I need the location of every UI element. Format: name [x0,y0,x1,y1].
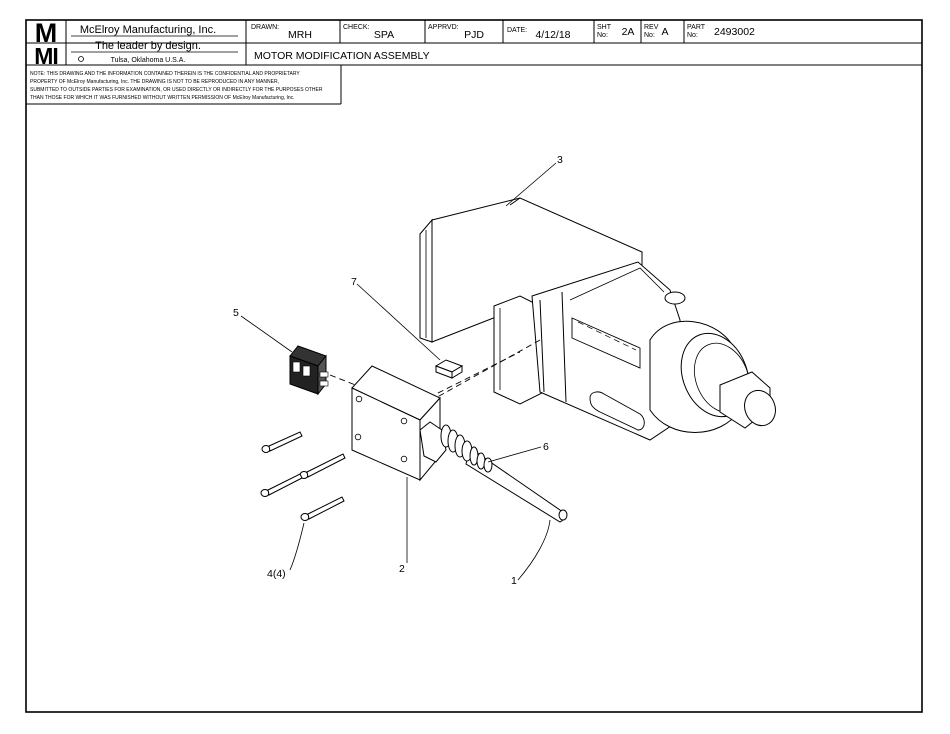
callout-3: 3 [557,154,563,166]
part-label: PART [687,24,706,31]
callout-2: 2 [399,563,405,575]
callout-1: 1 [511,575,517,587]
notice-line-1: NOTE: THIS DRAWING AND THE INFORMATION C… [30,71,300,77]
notice-line-2: PROPERTY OF McElroy Manufacturing, Inc. … [30,79,279,85]
sht-no-label: No: [597,32,608,39]
screw [260,473,303,497]
drawn-label: DRAWN: [251,24,279,31]
screw [299,453,346,479]
switch-part-5 [289,345,329,396]
sht-label: SHT [597,24,612,31]
screws-part-4 [260,431,346,521]
date-label: DATE: [507,27,527,34]
callout-7: 7 [351,276,357,288]
company-location: Tulsa, Oklahoma U.S.A. [111,57,186,64]
screw [261,431,303,453]
callout-4: 4(4) [267,568,286,580]
company-slogan: The leader by design. [95,40,201,52]
sheet-border [25,19,923,713]
logo-m: M [35,18,58,48]
company-name: McElroy Manufacturing, Inc. [80,24,216,36]
callout-6: 6 [543,441,549,453]
notice-line-4: THAN THOSE FOR WHICH IT WAS FURNISHED WI… [30,95,295,101]
gland-ribs [440,424,493,473]
rev-label: REV [644,24,659,31]
sht-value: 2A [622,26,635,38]
connector-part-7 [434,359,464,379]
registered-icon [78,56,84,62]
screw [300,496,345,521]
apprvd-value: PJD [464,29,484,41]
part-value: 2493002 [714,26,755,38]
part-no-label: No: [687,32,698,39]
title-block: M MI McElroy Manufacturing, Inc. The lea… [26,18,922,105]
rev-no-label: No: [644,32,655,39]
apprvd-label: APPRVD: [428,24,459,31]
logo-mi: MI [34,43,58,69]
drawn-value: MRH [288,29,312,41]
motor-part-3 [419,197,776,441]
rev-value: A [661,26,668,38]
cable-gland-part-6 [419,421,493,473]
leader-lines [240,162,557,581]
callout-5: 5 [233,307,239,319]
check-value: SPA [374,29,394,41]
drawing-title: MOTOR MODIFICATION ASSEMBLY [254,50,430,62]
box-part-2 [351,365,441,482]
date-value: 4/12/18 [535,29,570,41]
check-label: CHECK: [343,24,370,31]
notice-line-3: SUBMITTED TO OUTSIDE PARTIES FOR EXAMINA… [30,87,323,93]
